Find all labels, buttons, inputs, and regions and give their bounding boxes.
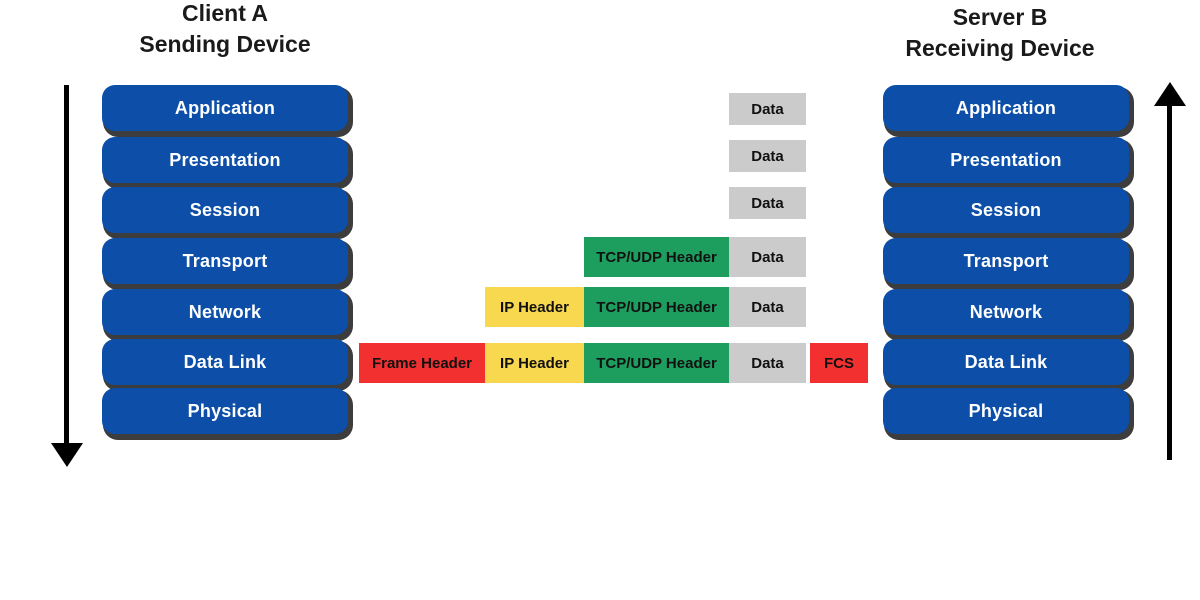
right-layer-data-link: Data Link — [883, 339, 1129, 385]
left-layer-data-link: Data Link — [102, 339, 348, 385]
encap-row3-data-box: Data — [729, 187, 806, 219]
encap-row5-ip-header-box: IP Header — [485, 287, 584, 327]
down-arrow-line — [64, 85, 69, 445]
left-layer-physical: Physical — [102, 388, 348, 434]
right-layer-physical: Physical — [883, 388, 1129, 434]
left-device-title-line1: Client A — [181, 0, 269, 26]
left-device-title-line2: Sending Device — [139, 31, 311, 57]
right-layer-session: Session — [883, 187, 1129, 233]
encap-row2-data-box: Data — [729, 140, 806, 172]
right-device-title: Server B Receiving Device — [850, 2, 1150, 64]
encap-row6-data-box: Data — [729, 343, 806, 383]
left-layer-network: Network — [102, 289, 348, 335]
encap-row6-frame-header-box: Frame Header — [359, 343, 485, 383]
encap-row1-data-box: Data — [729, 93, 806, 125]
encap-row6-fcs-box: FCS — [810, 343, 868, 383]
left-layer-transport: Transport — [102, 238, 348, 284]
left-layer-presentation: Presentation — [102, 137, 348, 183]
encap-row4-tcp-udp-header-box: TCP/UDP Header — [584, 237, 729, 277]
down-arrow-icon — [51, 443, 83, 467]
encap-row6-ip-header-box: IP Header — [485, 343, 584, 383]
up-arrow-icon — [1154, 82, 1186, 106]
right-layer-network: Network — [883, 289, 1129, 335]
left-layer-application: Application — [102, 85, 348, 131]
encap-row6-tcp-udp-header-box: TCP/UDP Header — [584, 343, 729, 383]
right-device-title-line1: Server B — [952, 4, 1048, 30]
left-layer-session: Session — [102, 187, 348, 233]
right-layer-presentation: Presentation — [883, 137, 1129, 183]
encap-row4-data-box: Data — [729, 237, 806, 277]
up-arrow-line — [1167, 104, 1172, 460]
right-layer-transport: Transport — [883, 238, 1129, 284]
encap-row5-data-box: Data — [729, 287, 806, 327]
right-layer-application: Application — [883, 85, 1129, 131]
right-device-title-line2: Receiving Device — [905, 35, 1095, 61]
encap-row5-tcp-udp-header-box: TCP/UDP Header — [584, 287, 729, 327]
left-device-title: Client A Sending Device — [75, 0, 375, 60]
